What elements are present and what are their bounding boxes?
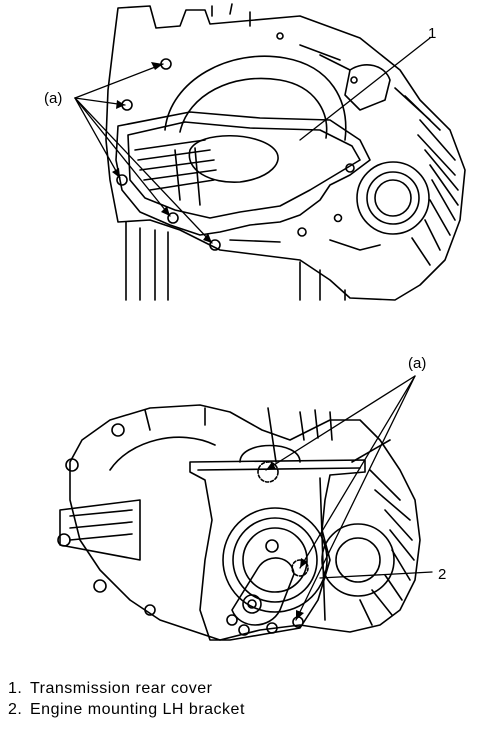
legend-item: 1. Transmission rear cover bbox=[8, 678, 488, 699]
legend-number: 1. bbox=[8, 680, 23, 697]
legend-number: 2. bbox=[8, 701, 23, 718]
legend-item: 2. Engine mounting LH bracket bbox=[8, 699, 488, 720]
leader-arrowheads bbox=[112, 62, 308, 620]
top-transmission-drawing bbox=[105, 3, 466, 301]
bottom-leader-lines bbox=[265, 375, 433, 621]
callout-bottom-2: 2 bbox=[438, 566, 446, 583]
parts-legend: 1. Transmission rear cover 2. Engine mou… bbox=[8, 678, 488, 720]
callout-bottom-a: (a) bbox=[408, 355, 426, 372]
bottom-transmission-drawing bbox=[57, 404, 421, 641]
callout-top-a: (a) bbox=[44, 90, 62, 107]
legend-label: Transmission rear cover bbox=[30, 680, 213, 697]
transmission-diagram: (a) 1 (a) 2 bbox=[44, 3, 466, 641]
callout-top-1: 1 bbox=[428, 25, 436, 42]
legend-label: Engine mounting LH bracket bbox=[30, 701, 245, 718]
